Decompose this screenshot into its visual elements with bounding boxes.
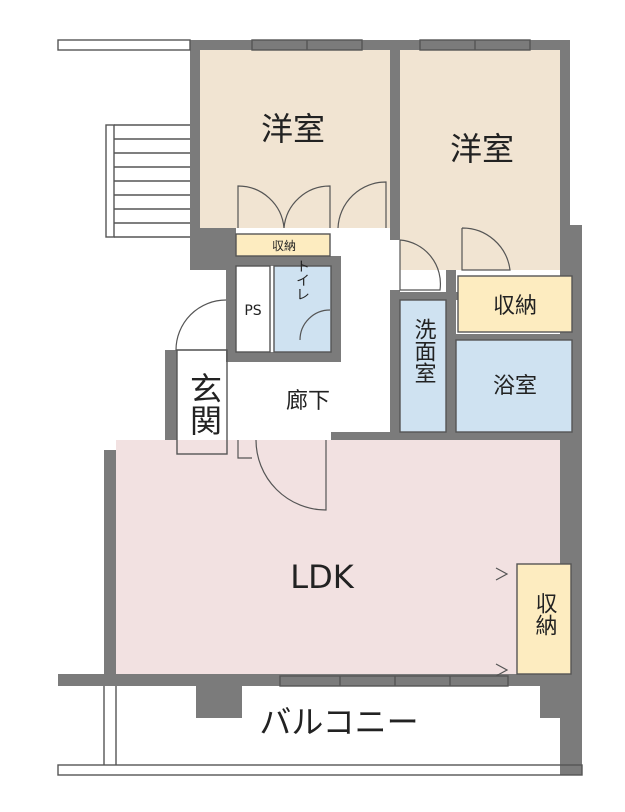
- room-fills: [116, 50, 572, 674]
- label-ldk: LDK: [290, 558, 354, 596]
- ldk-fill: [116, 440, 560, 674]
- label-storage-right: 収納: [493, 294, 537, 319]
- label-storage-small: 収納: [272, 239, 296, 253]
- label-western-room-1: 洋室: [261, 110, 325, 148]
- label-bathroom: 浴室: [493, 374, 537, 399]
- ps-fill: [236, 266, 270, 352]
- label-washroom: 洗面室: [411, 318, 437, 384]
- washroom-fill: [400, 300, 446, 432]
- storage-right-fill: [458, 276, 572, 332]
- label-storage-ldk: 収納: [532, 592, 558, 636]
- storage-small-fill: [236, 234, 330, 256]
- label-entrance: 玄関: [185, 372, 223, 436]
- toilet-fill: [274, 266, 331, 352]
- doors: [175, 181, 511, 677]
- stairs: [105, 124, 190, 238]
- bathroom-fill: [456, 340, 572, 432]
- western-room-2-fill: [400, 50, 560, 270]
- label-corridor: 廊下: [286, 389, 330, 414]
- outlines: [57, 39, 583, 776]
- label-balcony: バルコニー: [259, 703, 418, 741]
- label-toilet: トイレ: [294, 259, 310, 301]
- room-labels: 洋室 洋室 収納 収納 PS トイレ 玄関 廊下 洗面室 浴室 LDK 収納 バ…: [185, 110, 558, 741]
- storage-ldk-fill: [517, 564, 571, 674]
- label-western-room-2: 洋室: [450, 130, 514, 168]
- label-ps: PS: [244, 303, 261, 319]
- western-room-1-fill: [200, 50, 390, 228]
